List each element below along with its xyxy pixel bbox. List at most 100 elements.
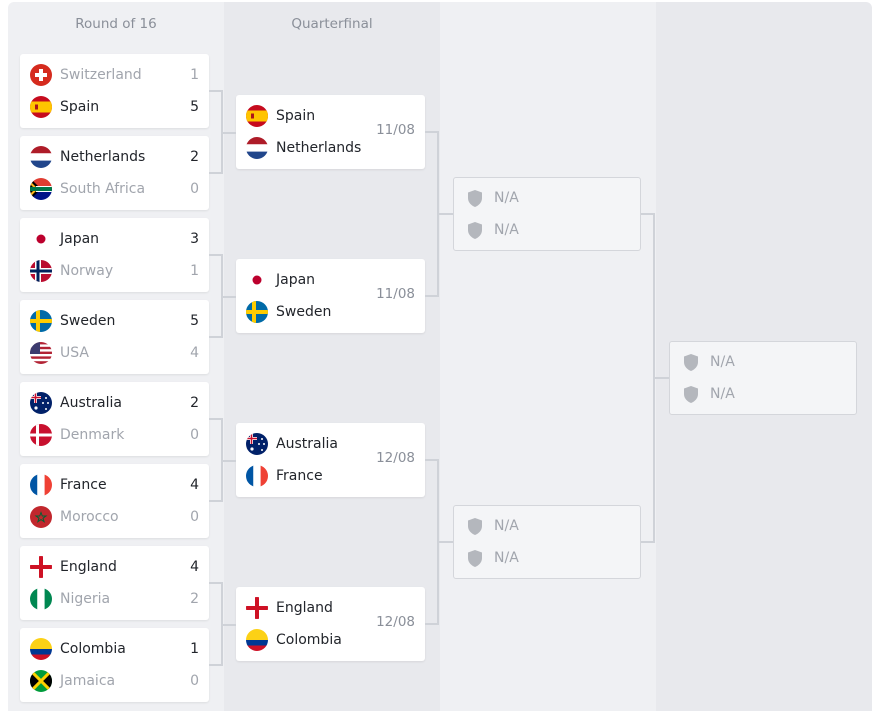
- spain-flag-icon: [246, 105, 268, 127]
- bracket-connector: [653, 377, 669, 379]
- match-card[interactable]: Japan 3 Norway 1: [20, 218, 209, 292]
- team-row: South Africa 0: [20, 173, 209, 205]
- jamaica-flag-icon: [30, 670, 52, 692]
- team-row: N/A: [454, 182, 640, 214]
- colombia-flag-icon: [246, 629, 268, 651]
- team-score: 5: [190, 99, 199, 115]
- bracket-connector: [221, 132, 236, 134]
- match-card[interactable]: Japan Sweden 11/08: [236, 259, 425, 333]
- team-name: Sweden: [60, 313, 116, 329]
- norway-flag-icon: [30, 260, 52, 282]
- bracket-connector: [437, 541, 453, 543]
- team-row: N/A: [670, 346, 856, 378]
- bracket-connector: [209, 664, 222, 666]
- team-row: England 4: [20, 551, 209, 583]
- match-card[interactable]: N/A N/A: [453, 505, 641, 579]
- match-card[interactable]: Colombia 1 Jamaica 0: [20, 628, 209, 702]
- bracket-connector: [209, 336, 222, 338]
- match-card[interactable]: Switzerland 1 Spain 5: [20, 54, 209, 128]
- team-name: Australia: [60, 395, 122, 411]
- match-date: 11/08: [376, 122, 415, 138]
- team-row: Spain 5: [20, 91, 209, 123]
- bracket-connector: [209, 582, 222, 584]
- team-name: Spain: [60, 99, 100, 115]
- team-row: Morocco 0: [20, 501, 209, 533]
- bracket-connector: [425, 131, 438, 133]
- team-score: 4: [190, 477, 199, 493]
- match-card[interactable]: Australia 2 Denmark 0: [20, 382, 209, 456]
- team-score: 1: [190, 67, 199, 83]
- bracket-connector: [209, 500, 222, 502]
- team-name: N/A: [710, 386, 735, 402]
- switzerland-flag-icon: [30, 64, 52, 86]
- team-name: Sweden: [276, 304, 332, 320]
- match-card[interactable]: N/A N/A: [453, 177, 641, 251]
- team-score: 2: [190, 591, 199, 607]
- match-card[interactable]: Spain Netherlands 11/08: [236, 95, 425, 169]
- usa-flag-icon: [30, 342, 52, 364]
- match-card[interactable]: Sweden 5 USA 4: [20, 300, 209, 374]
- team-name: Colombia: [276, 632, 342, 648]
- team-row: Nigeria 2: [20, 583, 209, 615]
- sweden-flag-icon: [30, 310, 52, 332]
- team-name: Colombia: [60, 641, 126, 657]
- team-row: Sweden: [236, 296, 425, 328]
- team-name: USA: [60, 345, 89, 361]
- team-name: South Africa: [60, 181, 146, 197]
- match-card[interactable]: Australia France 12/08: [236, 423, 425, 497]
- team-name: N/A: [494, 550, 519, 566]
- team-name: Spain: [276, 108, 316, 124]
- match-card[interactable]: England 4 Nigeria 2: [20, 546, 209, 620]
- match-card[interactable]: Netherlands 2 South Africa 0: [20, 136, 209, 210]
- match-date: 12/08: [376, 614, 415, 630]
- team-name: N/A: [494, 222, 519, 238]
- match-date: 11/08: [376, 286, 415, 302]
- shield-icon: [682, 353, 700, 372]
- bracket-connector: [221, 296, 236, 298]
- bracket-connector: [425, 295, 438, 297]
- sweden-flag-icon: [246, 301, 268, 323]
- team-row: Japan 3: [20, 223, 209, 255]
- japan-flag-icon: [246, 269, 268, 291]
- team-name: Morocco: [60, 509, 119, 525]
- bracket-connector: [641, 541, 654, 543]
- team-row: France: [236, 460, 425, 492]
- match-card[interactable]: N/A N/A: [669, 341, 857, 415]
- france-flag-icon: [30, 474, 52, 496]
- team-row: Sweden 5: [20, 305, 209, 337]
- france-flag-icon: [246, 465, 268, 487]
- team-score: 1: [190, 263, 199, 279]
- round-of-16-column: Round of 16 Switzerland 1 Spain 5 Nether…: [8, 2, 224, 711]
- bracket-connector: [209, 172, 222, 174]
- nigeria-flag-icon: [30, 588, 52, 610]
- shield-icon: [466, 517, 484, 536]
- bracket-connector: [221, 624, 236, 626]
- japan-flag-icon: [30, 228, 52, 250]
- team-score: 2: [190, 395, 199, 411]
- team-score: 0: [190, 427, 199, 443]
- team-name: England: [60, 559, 117, 575]
- team-score: 0: [190, 509, 199, 525]
- team-name: Australia: [276, 436, 338, 452]
- match-card[interactable]: England Colombia 12/08: [236, 587, 425, 661]
- team-row: N/A: [454, 510, 640, 542]
- tournament-bracket: Round of 16 Switzerland 1 Spain 5 Nether…: [8, 2, 872, 711]
- bracket-connector: [425, 459, 438, 461]
- bracket-connector: [437, 213, 453, 215]
- team-name: Norway: [60, 263, 114, 279]
- denmark-flag-icon: [30, 424, 52, 446]
- team-name: France: [276, 468, 323, 484]
- match-card[interactable]: France 4 Morocco 0: [20, 464, 209, 538]
- team-score: 4: [190, 345, 199, 361]
- team-name: England: [276, 600, 333, 616]
- team-row: Spain: [236, 100, 425, 132]
- team-row: Australia 2: [20, 387, 209, 419]
- team-row: Jamaica 0: [20, 665, 209, 697]
- team-row: Japan: [236, 264, 425, 296]
- england-flag-icon: [30, 556, 52, 578]
- team-name: Netherlands: [276, 140, 362, 156]
- bracket-connector: [221, 460, 236, 462]
- bracket-connector: [425, 623, 438, 625]
- australia-flag-icon: [30, 392, 52, 414]
- netherlands-flag-icon: [30, 146, 52, 168]
